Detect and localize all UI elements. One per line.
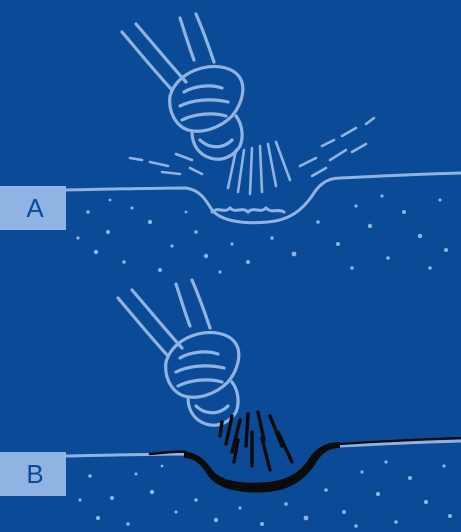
panel-a bbox=[66, 14, 461, 274]
panel-b bbox=[66, 280, 461, 528]
panel-label-b-text: B bbox=[26, 459, 43, 490]
ground-surface-a bbox=[66, 173, 461, 223]
spray-jet-a bbox=[130, 118, 374, 194]
panel-label-b: B bbox=[0, 452, 66, 496]
panel-label-a-text: A bbox=[26, 193, 43, 224]
soil-texture-b bbox=[78, 460, 452, 527]
spray-nozzle-icon-b bbox=[118, 280, 239, 425]
spray-nozzle-icon-a bbox=[122, 14, 243, 159]
spray-jet-b bbox=[220, 412, 292, 470]
coating-deposit bbox=[184, 442, 340, 492]
soil-texture-a bbox=[76, 194, 448, 273]
panel-label-a: A bbox=[0, 186, 66, 230]
